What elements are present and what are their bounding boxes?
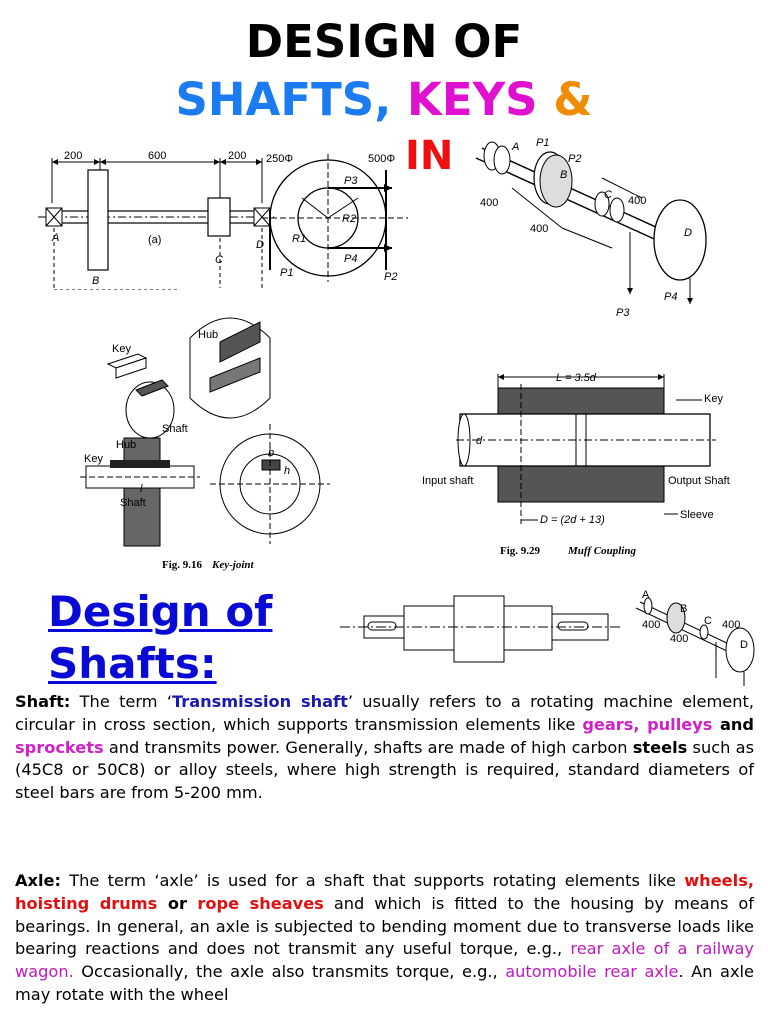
- point-label-c: C: [215, 254, 223, 266]
- paragraph-shaft: Shaft: The term ‘Transmission shaft’ usu…: [15, 691, 754, 805]
- section-heading: Design of Shafts:: [48, 587, 273, 688]
- sub-label-a: (a): [148, 234, 161, 246]
- figure-shaft-dimensions: 200 600 200 A B C D (a): [38, 148, 274, 290]
- point-label-a: A: [51, 232, 59, 244]
- shaft-text-3: and transmits power. Generally, shafts a…: [103, 737, 633, 757]
- title-shafts: SHAFTS,: [175, 73, 407, 126]
- shaft-elements-sprockets: sprockets: [15, 737, 104, 757]
- muff-caption-num: Fig. 9.29: [500, 545, 541, 557]
- muff-input-label: Input shaft: [422, 475, 473, 487]
- shaft-label: Shaft:: [15, 692, 71, 711]
- iso-label-p4: P4: [664, 291, 677, 303]
- figure-pulley-forces: 250Φ 500Φ P3 R2 R1 P4 P1 P2: [262, 150, 408, 284]
- muff-key-label: Key: [704, 393, 723, 405]
- muff-caption-title: Muff Coupling: [567, 545, 636, 557]
- muff-output-label: Output Shaft: [668, 475, 730, 487]
- muff-diameter-label: D = (2d + 13): [540, 514, 605, 526]
- title-line-1: DESIGN OF: [0, 16, 768, 68]
- shaft-steels: steels: [632, 737, 688, 757]
- force-p1: P1: [280, 267, 293, 279]
- force-r1: R1: [292, 233, 306, 245]
- small-iso-dim-2: 400: [670, 633, 688, 645]
- figure-isometric-shaft: 400 400 400 A B C D P1 P2 P3 P4: [452, 128, 734, 322]
- small-iso-dim-3: 400: [722, 619, 740, 631]
- key-joint-caption-title: Key-joint: [211, 559, 254, 571]
- axle-text-4: . An axle may rotate with the wheel: [15, 962, 754, 1004]
- force-r2: R2: [342, 213, 356, 225]
- muff-sleeve-label: Sleeve: [680, 509, 714, 521]
- key-joint-label-hub-side: Hub: [116, 439, 136, 451]
- axle-elements-wheels-drums: wheels, hoisting drums: [15, 871, 754, 913]
- shaft-term-transmission: Transmission shaft: [171, 692, 348, 711]
- small-iso-label-c: C: [704, 615, 712, 627]
- small-iso-label-b: B: [680, 603, 687, 615]
- figure-key-joint: Hub Key Shaft Hub Key Shaft l b h Fig. 9…: [80, 298, 345, 573]
- axle-example-railway: rear axle of a railway wagon.: [15, 939, 754, 982]
- title-line-2: SHAFTS, KEYS &: [0, 74, 768, 126]
- shaft-text-2: ’ usually refers to a rotating machine e…: [15, 692, 754, 734]
- muff-d-label: d: [476, 435, 483, 447]
- key-joint-label-h: h: [284, 465, 290, 477]
- title-design-of: DESIGN OF: [245, 15, 523, 68]
- point-label-d: D: [256, 239, 264, 251]
- pulley-dia-500: 500Φ: [368, 153, 395, 165]
- iso-label-a: A: [511, 141, 519, 153]
- key-joint-label-b: b: [268, 447, 274, 459]
- axle-text-3: Occasionally, the axle also transmits to…: [73, 962, 506, 982]
- paragraph-axle: Axle: The term ‘axle’ is used for a shaf…: [15, 870, 754, 1007]
- small-iso-label-d: D: [740, 639, 748, 651]
- shaft-text-4: such as (45C8 or 50C8) or alloy steels, …: [15, 737, 754, 803]
- figure-muff-coupling: L = 3.5d Key Input shaft Output Shaft d …: [416, 364, 752, 564]
- key-joint-label-key-side: Key: [84, 453, 103, 465]
- key-joint-label-hub-top: Hub: [198, 329, 218, 341]
- title-ampersand: &: [537, 73, 593, 126]
- shaft-elements-gears-pulleys: gears, pulleys: [582, 714, 713, 734]
- key-joint-caption-num: Fig. 9.16: [162, 559, 203, 571]
- muff-length-label: L = 3.5d: [556, 372, 597, 384]
- force-p2: P2: [384, 271, 397, 283]
- small-iso-dim-1: 400: [642, 619, 660, 631]
- iso-dim-400-c: 400: [628, 195, 646, 207]
- force-p3: P3: [344, 175, 358, 187]
- iso-label-d: D: [684, 227, 692, 239]
- key-joint-label-shaft-side: Shaft: [120, 497, 146, 509]
- dim-label-200-left: 200: [64, 150, 82, 162]
- iso-dim-400-a: 400: [480, 197, 498, 209]
- iso-label-c: C: [604, 189, 612, 201]
- figure-small-isometric: A B C D 400 400 400: [626, 588, 766, 692]
- small-iso-label-a: A: [642, 589, 650, 601]
- point-label-b: B: [92, 275, 99, 287]
- iso-label-p1: P1: [536, 137, 549, 149]
- iso-label-p3: P3: [616, 307, 630, 319]
- iso-label-b: B: [560, 169, 567, 181]
- pulley-dia-250: 250Φ: [266, 153, 293, 165]
- iso-dim-400-b: 400: [530, 223, 548, 235]
- key-joint-label-shaft-top: Shaft: [162, 423, 188, 435]
- axle-or: or: [157, 893, 198, 913]
- axle-text-1: The term ‘axle’ is used for a shaft that…: [60, 871, 685, 890]
- axle-example-automobile: automobile rear axle: [505, 962, 679, 982]
- title-line-3-partial: IN: [405, 130, 465, 182]
- iso-label-p2: P2: [568, 153, 581, 165]
- axle-text-2: and which is fitted to the housing by me…: [15, 893, 754, 959]
- dim-label-200-right: 200: [228, 150, 246, 162]
- title-couplings-partial: IN: [405, 133, 454, 179]
- shaft-and: and: [712, 714, 754, 734]
- key-joint-label-l: l: [140, 483, 143, 495]
- axle-elements-rope-sheaves: rope sheaves: [197, 893, 324, 913]
- axle-label: Axle:: [15, 871, 61, 890]
- figure-stepped-shaft: [340, 592, 622, 670]
- title-keys: KEYS: [406, 73, 538, 126]
- key-joint-label-key-top: Key: [112, 343, 131, 355]
- force-p4: P4: [344, 253, 357, 265]
- dim-label-600: 600: [148, 150, 166, 162]
- shaft-text-1: The term ‘: [70, 692, 172, 711]
